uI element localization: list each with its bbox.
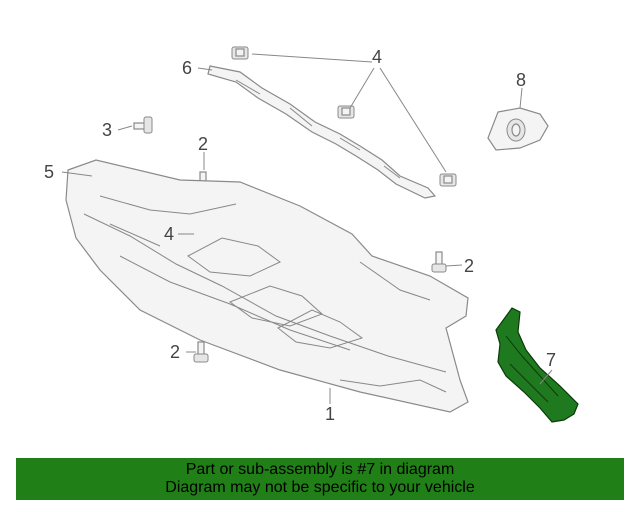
- banner-line-1: Part or sub-assembly is #7 in diagram: [185, 461, 455, 478]
- banner-line-2: Diagram may not be specific to your vehi…: [165, 479, 475, 496]
- callout-7: 7: [546, 350, 556, 370]
- callout-4-top: 4: [372, 47, 382, 67]
- callout-2-left: 2: [170, 342, 180, 362]
- part-1-engine-shield: [65, 159, 469, 413]
- callout-4-shield: 4: [164, 224, 174, 244]
- callout-2-right: 2: [464, 256, 474, 276]
- callout-6: 6: [182, 58, 192, 78]
- callout-3: 3: [102, 120, 112, 140]
- clip-4-right: [439, 173, 457, 187]
- callout-1: 1: [325, 404, 335, 424]
- clip-4-mid: [337, 105, 355, 119]
- callout-5: 5: [44, 162, 54, 182]
- info-banner: Part or sub-assembly is #7 in diagram Di…: [16, 458, 624, 500]
- clip-4-top: [231, 46, 249, 60]
- bolt-2-left: [193, 341, 209, 363]
- callout-8: 8: [516, 70, 526, 90]
- bolt-3: [133, 116, 153, 134]
- parts-diagram: 6 4 8 3 2 5 4 2 2 7 1: [44, 46, 579, 424]
- callout-2-top: 2: [198, 134, 208, 154]
- part-8-mount: [487, 107, 549, 151]
- leader-lines: [61, 53, 553, 404]
- bolt-2-right: [431, 251, 447, 273]
- part-6-bracket: [207, 65, 437, 199]
- part-7-bracket-highlighted: [495, 307, 579, 423]
